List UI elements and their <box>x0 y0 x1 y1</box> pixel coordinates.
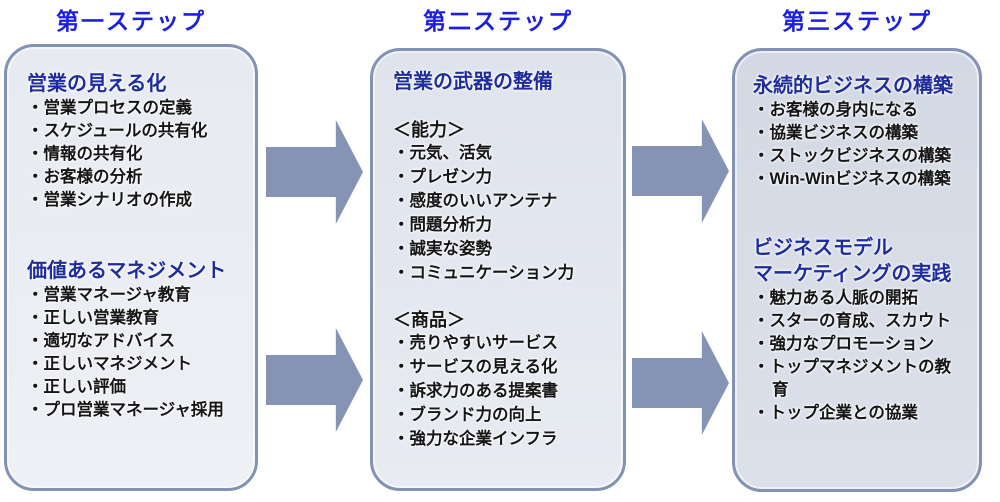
list-item: ・トップ企業との協業 <box>753 404 918 422</box>
list-item: ・正しい営業教育 <box>27 309 159 327</box>
list-item: ・ブランド力の向上 <box>393 406 542 424</box>
bullet-list: ・営業プロセスの定義 ・スケジュールの共有化 ・情報の共有化 ・お客様の分析 ・… <box>27 97 245 212</box>
list-item: ・営業マネージャ教育 <box>27 286 191 304</box>
list-item: ・トップマネジメントの教育 <box>753 358 951 399</box>
bullet-list: ・魅力ある人脈の開拓 ・スターの育成、スカウト ・強力なプロモーション ・トップ… <box>753 287 965 425</box>
list-item: ・感度のいいアンテナ <box>393 192 558 210</box>
bullet-list: ・売りやすいサービス ・サービスの見える化 ・訴求力のある提案書 ・ブランド力の… <box>393 331 613 451</box>
step3-header: 第三ステップ <box>782 8 932 34</box>
list-item: ・元気、活気 <box>393 144 492 162</box>
bullet-list: ・元気、活気 ・プレゼン力 ・感度のいいアンテナ ・問題分析力 ・誠実な姿勢 ・… <box>393 141 613 285</box>
section-title: ビジネスモデル マーケティングの実践 <box>753 237 952 285</box>
section-title: 営業の武器の整備 <box>393 71 553 93</box>
list-item: ・正しいマネジメント <box>27 355 192 373</box>
step1-box: 営業の見える化 ・営業プロセスの定義 ・スケジュールの共有化 ・情報の共有化 ・… <box>4 44 258 491</box>
arrow-right-icon <box>632 331 729 435</box>
list-item: ・強力な企業インフラ <box>393 430 558 448</box>
step2-box: 営業の武器の整備 ＜能力＞ ・元気、活気 ・プレゼン力 ・感度のいいアンテナ ・… <box>370 48 626 491</box>
arrow-right-icon <box>266 120 363 224</box>
step1-header: 第一ステップ <box>56 8 206 34</box>
list-item: ・コミュニケーション力 <box>393 264 575 282</box>
list-item: ・強力なプロモーション <box>753 335 935 353</box>
arrow-right-icon <box>266 328 363 432</box>
list-item: ・お客様の分析 <box>27 168 143 186</box>
list-item: ・誠実な姿勢 <box>393 240 492 258</box>
bullet-list: ・営業マネージャ教育 ・正しい営業教育 ・適切なアドバイス ・正しいマネジメント… <box>27 284 245 422</box>
list-item: ・お客様の身内になる <box>753 101 918 119</box>
list-item: ・営業プロセスの定義 <box>27 99 192 117</box>
list-item: ・ストックビジネスの構築 <box>753 147 951 165</box>
list-item: ・適切なアドバイス <box>27 332 176 350</box>
step2-header: 第二ステップ <box>423 8 573 34</box>
section-title: 価値あるマネジメント <box>27 260 227 282</box>
list-item: ・スケジュールの共有化 <box>27 122 208 140</box>
list-item: ・正しい評価 <box>27 378 126 396</box>
subsection-title: ＜能力＞ <box>393 120 465 140</box>
list-item: ・魅力ある人脈の開拓 <box>753 289 918 307</box>
list-item: ・問題分析力 <box>393 216 492 234</box>
bullet-list: ・お客様の身内になる ・協業ビジネスの構築 ・ストックビジネスの構築 ・Win-… <box>753 99 965 191</box>
list-item: ・情報の共有化 <box>27 145 143 163</box>
list-item: ・訴求力のある提案書 <box>393 382 558 400</box>
list-item: ・売りやすいサービス <box>393 334 558 352</box>
list-item: ・プレゼン力 <box>393 168 492 186</box>
list-item: ・協業ビジネスの構築 <box>753 124 918 142</box>
section-title: 永続的ビジネスの構築 <box>753 75 953 97</box>
list-item: ・サービスの見える化 <box>393 358 558 376</box>
list-item: ・プロ営業マネージャ採用 <box>27 401 224 419</box>
list-item: ・営業シナリオの作成 <box>27 191 192 209</box>
arrow-right-icon <box>632 119 729 223</box>
step3-box: 永続的ビジネスの構築 ・お客様の身内になる ・協業ビジネスの構築 ・ストックビジ… <box>732 48 982 492</box>
list-item: ・Win-Winビジネスの構築 <box>753 170 951 188</box>
subsection-title: ＜商品＞ <box>393 310 465 330</box>
list-item: ・スターの育成、スカウト <box>753 312 951 330</box>
section-title: 営業の見える化 <box>27 73 167 95</box>
